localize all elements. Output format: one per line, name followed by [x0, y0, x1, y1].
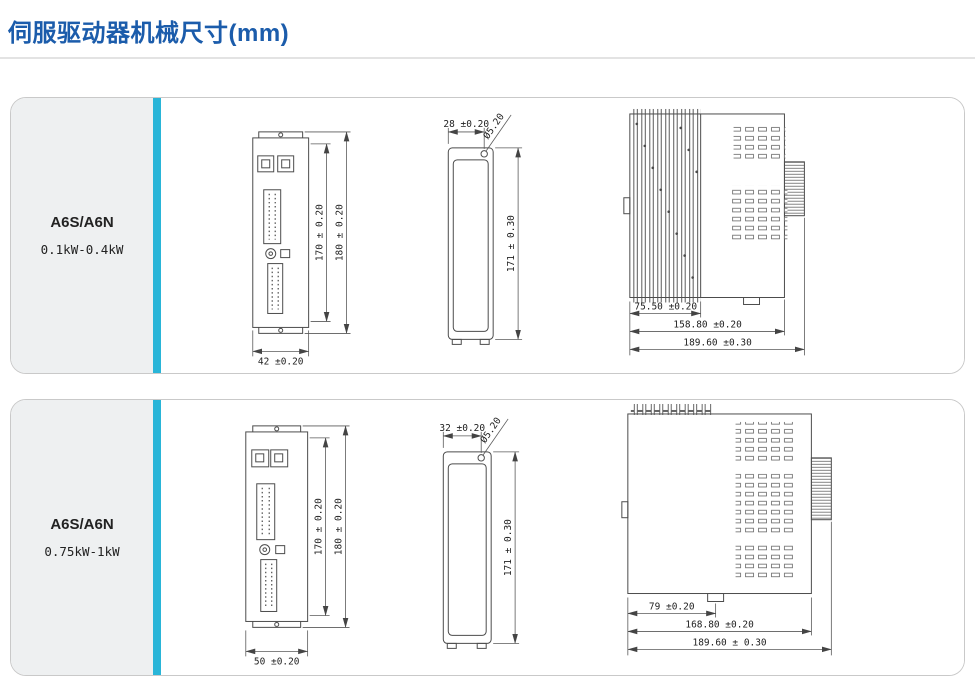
- dim-profile-fins: 75.50 ±0.20: [634, 301, 697, 312]
- front-view: 170 ± 0.20 180 ± 0.20 42 ±0.20: [252, 131, 351, 367]
- power-range: 0.1kW-0.4kW: [40, 242, 124, 257]
- dim-side-height: 171 ± 0.30: [506, 215, 517, 272]
- model-name: A6S/A6N: [50, 516, 114, 533]
- mech-drawing-large-frame: 170 ± 0.20 180 ± 0.20 50 ±0.20: [245, 403, 832, 667]
- dim-side-top-width: 28 ±0.20: [443, 119, 489, 130]
- drawing-area: 170 ± 0.20 180 ± 0.20 50 ±0.20: [161, 400, 964, 675]
- accent-bar: [153, 400, 161, 675]
- dim-side-top-width: 32 ±0.20: [439, 423, 485, 434]
- heatsink-fins-top: [630, 403, 713, 415]
- vent-slots-mid: [731, 185, 788, 240]
- vent-slots-top: [735, 421, 796, 462]
- dim-front-height-inner: 170 ± 0.20: [314, 498, 325, 555]
- dim-profile-total: 189.60 ±0.30: [683, 337, 752, 348]
- dim-profile-body: 168.80 ±0.20: [685, 619, 754, 630]
- profile-view: 75.50 ±0.20 158.80 ±0.20 189.60 ±0.30: [623, 108, 805, 356]
- page-title: 伺服驱动器机械尺寸(mm): [8, 20, 290, 47]
- profile-dimension-lines: [627, 521, 832, 656]
- front-view: 170 ± 0.20 180 ± 0.20 50 ±0.20: [245, 425, 350, 667]
- vent-slots-mid: [735, 473, 796, 534]
- page-header: 伺服驱动器机械尺寸(mm): [0, 0, 975, 59]
- profile-view: 79 ±0.20 168.80 ±0.20 189.60 ± 0.30: [621, 403, 832, 656]
- profile-dimension-lines: [629, 217, 805, 356]
- power-range: 0.75kW-1kW: [44, 544, 120, 559]
- dim-front-height-outer: 180 ± 0.20: [334, 498, 345, 555]
- panel-label-area: A6S/A6N 0.1kW-0.4kW: [11, 98, 153, 373]
- dim-front-height-inner: 170 ± 0.20: [315, 204, 326, 261]
- dim-profile-body: 158.80 ±0.20: [673, 319, 742, 330]
- rivet-dots: [635, 122, 698, 279]
- dim-front-width: 50 ±0.20: [254, 656, 300, 667]
- mech-drawing-small-frame: 170 ± 0.20 180 ± 0.20 42 ±0.20: [252, 108, 805, 367]
- model-name: A6S/A6N: [50, 214, 114, 231]
- front-dimension-lines: [252, 131, 351, 357]
- side-view: 32 ±0.20 Ø5.20 171 ± 0.30: [439, 415, 520, 649]
- dim-front-width: 42 ±0.20: [258, 356, 304, 367]
- side-connector: [810, 457, 832, 521]
- side-view: 28 ±0.20 Ø5.20 171 ± 0.30: [443, 111, 523, 345]
- front-dimension-lines: [245, 425, 350, 657]
- panel-label-area: A6S/A6N 0.75kW-1kW: [11, 400, 153, 675]
- accent-bar: [153, 98, 161, 373]
- dim-profile-total: 189.60 ± 0.30: [693, 637, 767, 648]
- drawing-area: 170 ± 0.20 180 ± 0.20 42 ±0.20: [161, 98, 964, 373]
- vent-slots-top: [733, 123, 786, 160]
- panel-a6-0.75-1kw: A6S/A6N 0.75kW-1kW: [10, 399, 965, 676]
- dim-profile-fins: 79 ±0.20: [649, 601, 695, 612]
- vent-slots-bottom: [735, 543, 796, 578]
- heatsink-fins: [630, 108, 701, 303]
- dim-front-height-outer: 180 ± 0.20: [335, 204, 346, 261]
- dim-side-height: 171 ± 0.30: [503, 519, 514, 576]
- panel-a6-0.1-0.4kw: A6S/A6N 0.1kW-0.4kW: [10, 97, 965, 374]
- side-dimension-lines: [442, 418, 520, 644]
- side-dimension-lines: [447, 114, 523, 340]
